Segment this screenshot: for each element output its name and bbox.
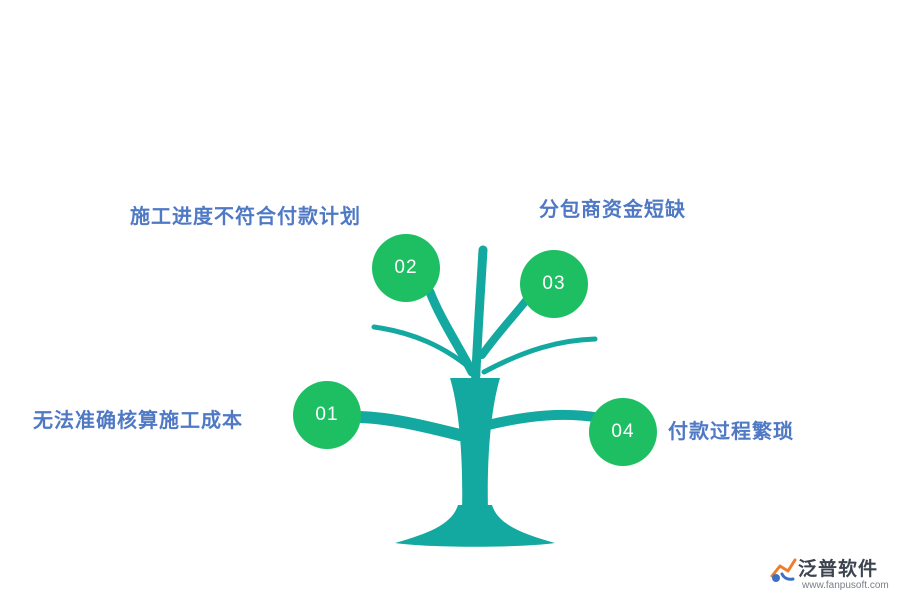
node-02[interactable]: 02 bbox=[372, 234, 440, 302]
branch-01 bbox=[354, 411, 466, 441]
node-01[interactable]: 01 bbox=[293, 381, 361, 449]
logo-name: 泛普软件 bbox=[798, 558, 879, 580]
node-03[interactable]: 03 bbox=[520, 250, 588, 318]
tree-base bbox=[395, 505, 555, 547]
node-03-number: 03 bbox=[542, 273, 566, 294]
tree-trunk bbox=[450, 378, 500, 510]
branch-04 bbox=[483, 409, 605, 430]
branch-thin-right bbox=[481, 336, 598, 375]
node-04-number: 04 bbox=[611, 421, 635, 442]
node-04[interactable]: 04 bbox=[589, 398, 657, 466]
label-02: 施工进度不符合付款计划 bbox=[130, 204, 361, 228]
label-03: 分包商资金短缺 bbox=[539, 197, 686, 221]
tree-upper-trunk bbox=[470, 245, 488, 400]
branch-thin-left bbox=[371, 324, 481, 378]
node-01-number: 01 bbox=[315, 404, 339, 425]
brand-logo: 泛普软件 www.fanpusoft.com bbox=[768, 552, 894, 596]
branch-03 bbox=[478, 294, 532, 359]
label-04: 付款过程繁琐 bbox=[668, 419, 794, 443]
logo-url: www.fanpusoft.com bbox=[802, 580, 889, 591]
label-01: 无法准确核算施工成本 bbox=[33, 408, 243, 432]
logo-mark-icon bbox=[770, 558, 797, 582]
branch-02 bbox=[425, 287, 477, 377]
node-02-number: 02 bbox=[394, 257, 418, 278]
